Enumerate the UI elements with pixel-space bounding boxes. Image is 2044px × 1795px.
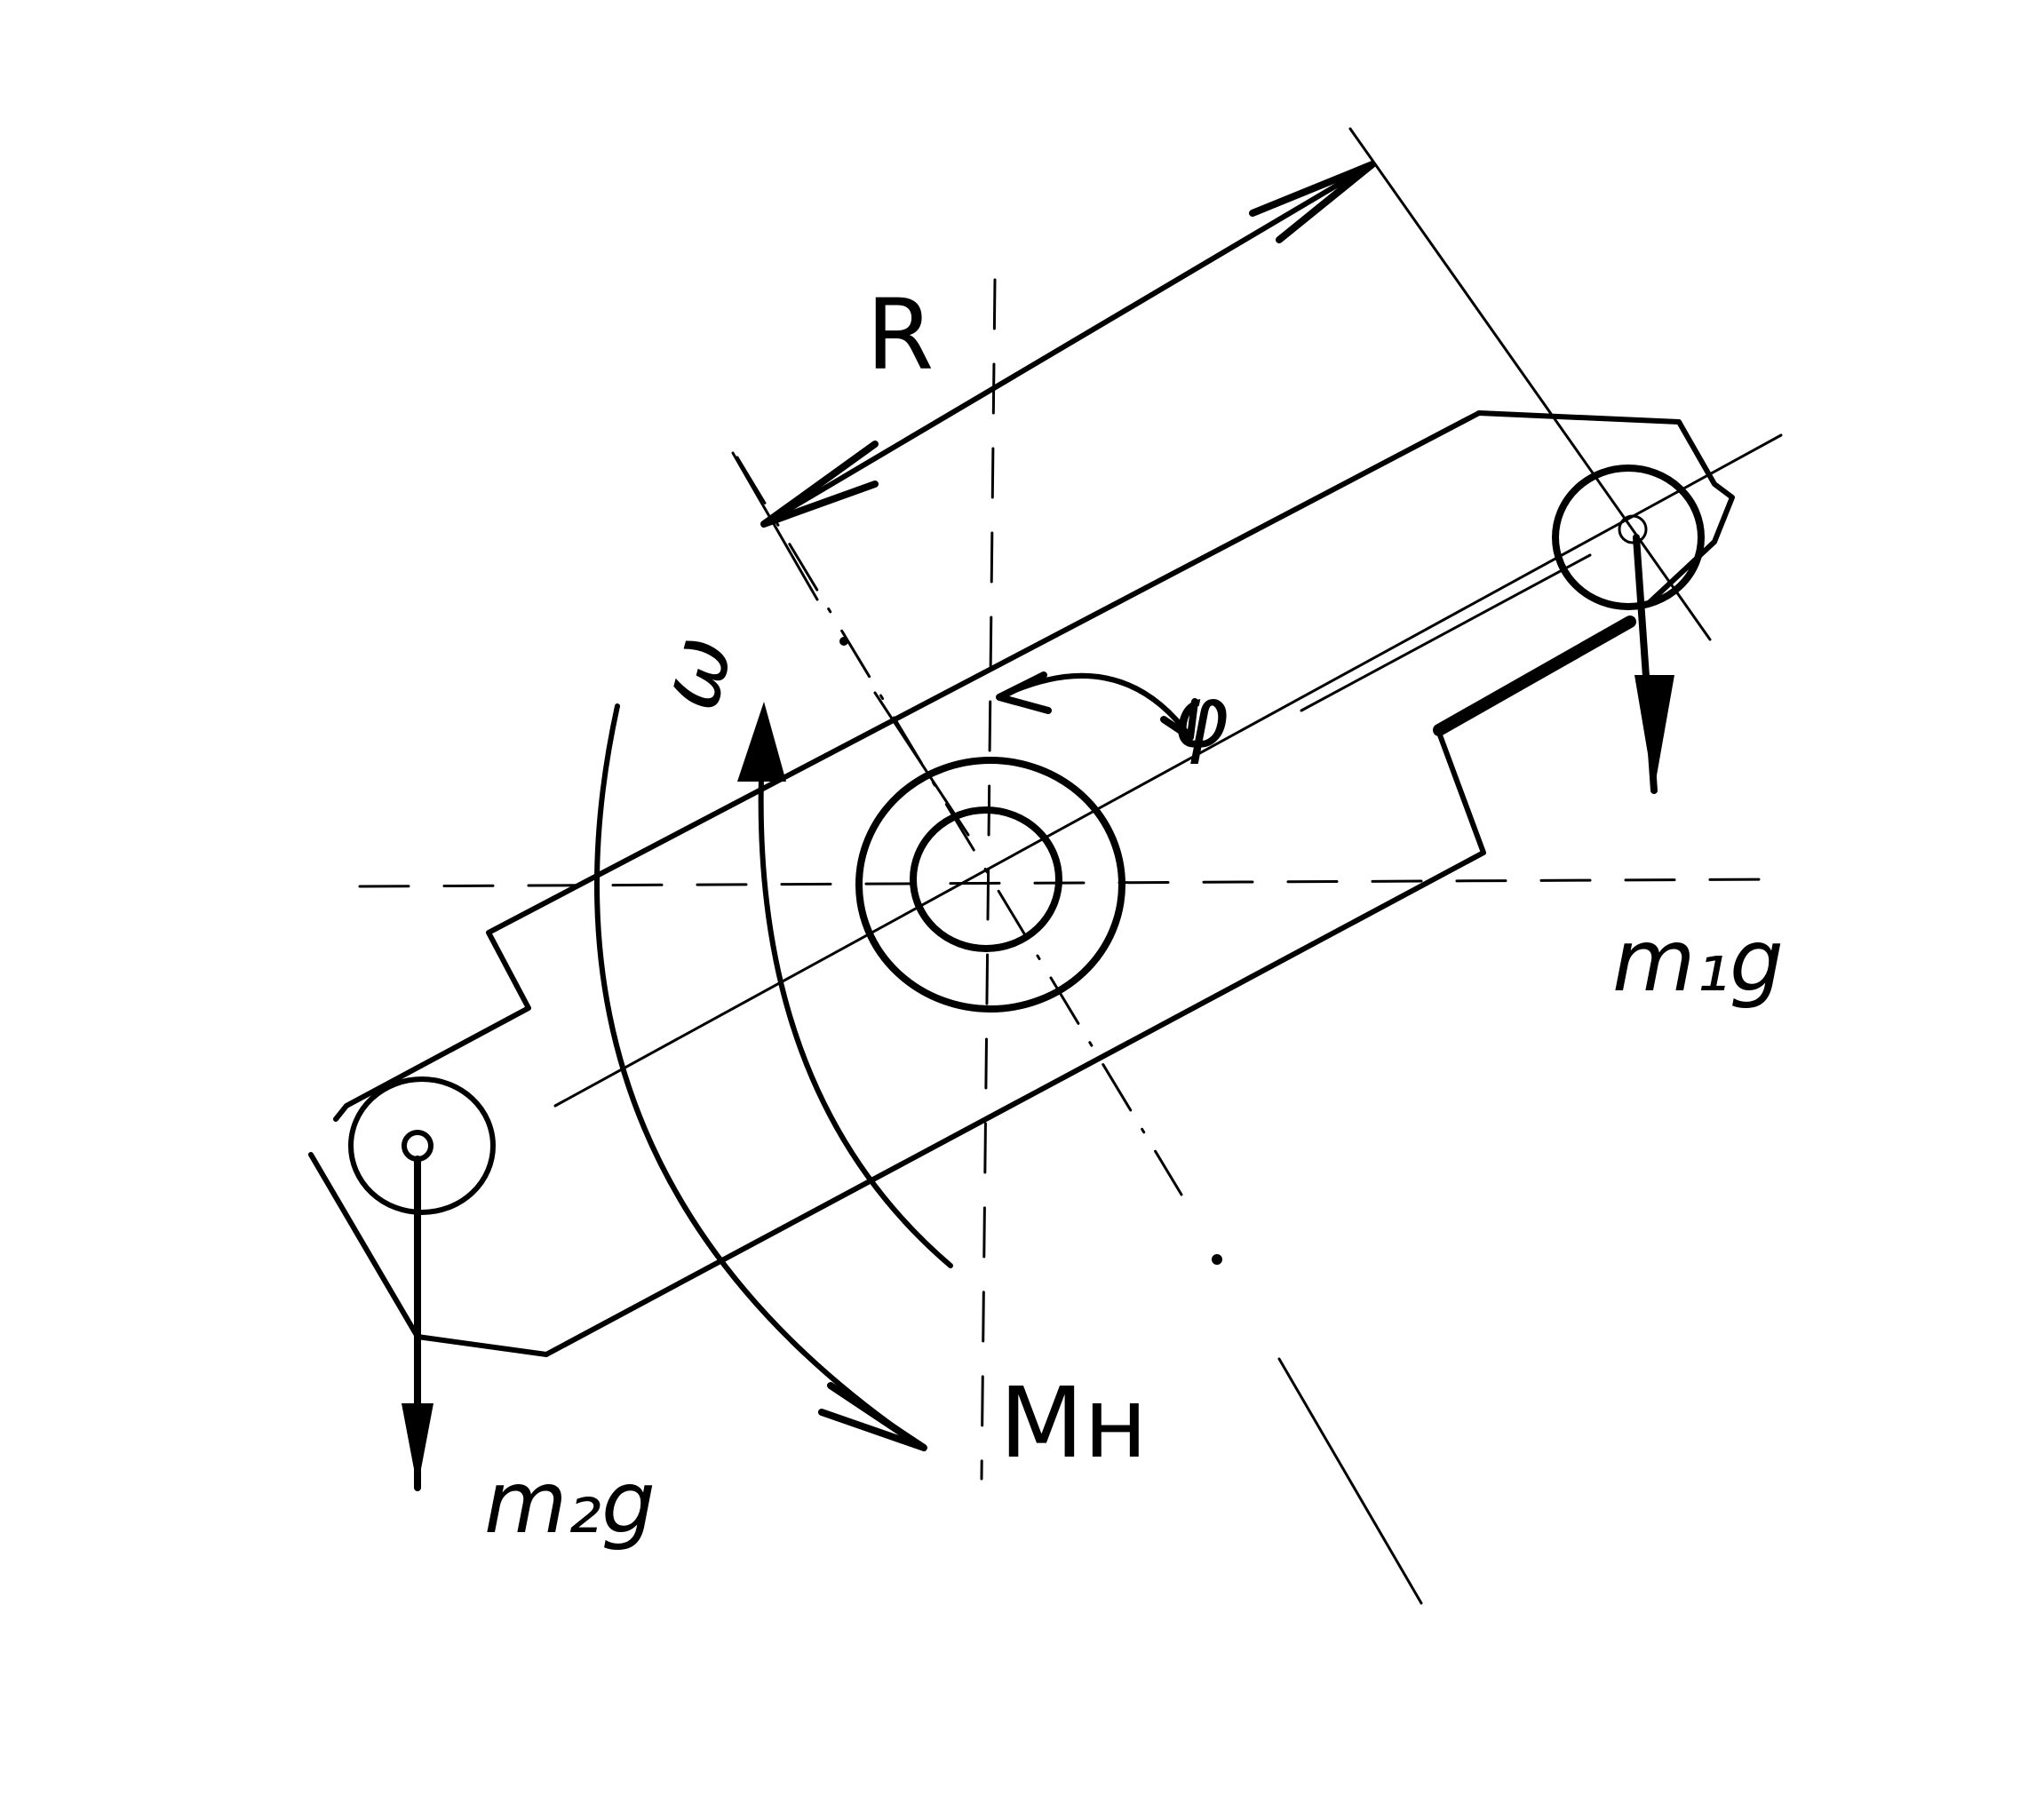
omega-arc (758, 721, 953, 1268)
label-m1g: m₁g (1612, 911, 1784, 1011)
angle-phi (996, 671, 1198, 741)
left-pin (348, 1076, 496, 1215)
left-pin-outer (348, 1076, 496, 1215)
radius-arrow-head-left (760, 441, 879, 528)
force-m2g-arrow-head (402, 1403, 433, 1488)
horizontal-center-line (358, 878, 1787, 888)
force-m1g-arrow-head (1634, 675, 1674, 790)
radius-tick-left (731, 451, 819, 601)
arm-upper-edge (333, 410, 1482, 1122)
label-m2g: m₂g (484, 1453, 656, 1553)
right-pin-center (1618, 514, 1648, 544)
right-pin (1552, 465, 1705, 610)
center-dot-upper (839, 637, 848, 646)
radius-dimension-line (761, 162, 1375, 527)
radius-extension-line (1348, 127, 1712, 641)
label-phi: φ (1173, 667, 1229, 766)
radius-arrow-head-right (1249, 161, 1376, 243)
hub-inner-circle (910, 806, 1062, 952)
moment-arc (594, 703, 927, 1450)
hub-outer-circle (855, 757, 1125, 1013)
arm-axis-line (553, 433, 1783, 1108)
vertical-center-line (980, 278, 997, 1481)
moment-mh (594, 703, 927, 1451)
force-arrows (402, 534, 1674, 1491)
label-radius: R (866, 278, 934, 392)
hub-radius-line (873, 691, 970, 837)
central-hub (855, 691, 1125, 1013)
rotating-arm (308, 410, 1735, 1357)
moment-arrow-head (818, 1382, 927, 1451)
angle-phi-arrow-head-left (996, 671, 1052, 714)
dimension-radius (731, 161, 1376, 601)
right-pin-outer (1552, 465, 1705, 610)
perpendicular-axis-line (736, 456, 1183, 1196)
angle-phi-arrow-head-right (1160, 698, 1198, 741)
center-dot-lower (1212, 1254, 1222, 1265)
label-moment: Mн (999, 1366, 1148, 1480)
arm-right-end-cap (1476, 410, 1735, 607)
label-omega: ω (638, 625, 752, 720)
arm-inner-line (1300, 553, 1592, 712)
arm-lower-edge (544, 730, 1486, 1357)
lower-extension-line (1277, 1357, 1423, 1605)
arm-heavy-edge (1433, 616, 1636, 736)
angular-velocity (737, 702, 953, 1268)
omega-arrow-head (737, 702, 786, 782)
left-pin-center (402, 1130, 433, 1162)
arm-left-end-cap (308, 1152, 549, 1357)
center-lines (358, 127, 1787, 1605)
